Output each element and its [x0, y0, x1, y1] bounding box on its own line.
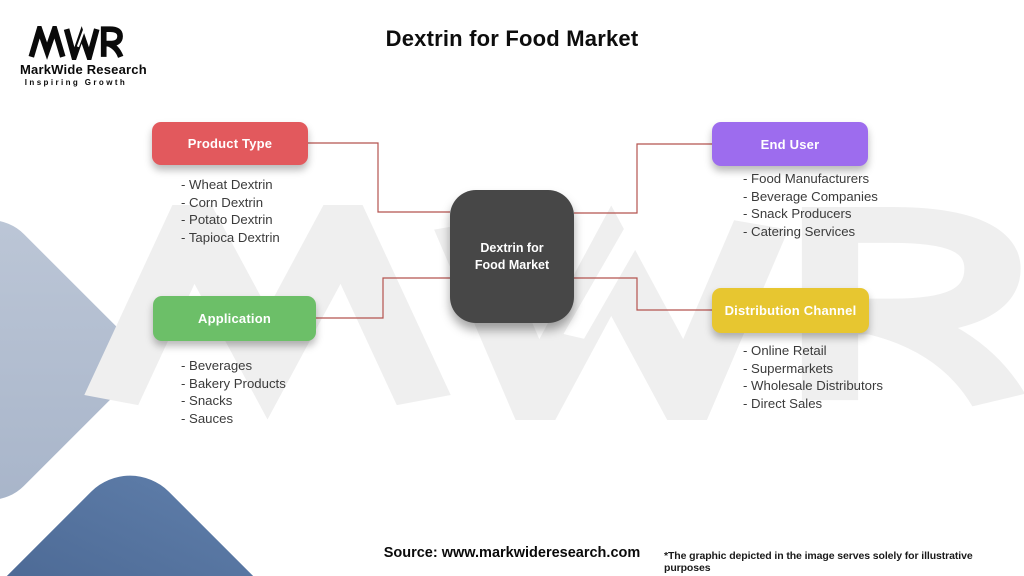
- disclaimer-text: *The graphic depicted in the image serve…: [664, 550, 973, 574]
- list-item: - Supermarkets: [743, 360, 834, 376]
- list-item: - Direct Sales: [743, 395, 823, 411]
- product-type-list: - Wheat Dextrin - Corn Dextrin - Potato …: [181, 176, 280, 246]
- distribution-channel-list: - Online Retail - Supermarkets - Wholesa…: [743, 342, 883, 412]
- application-label: Application: [198, 311, 271, 326]
- source-text: Source: www.markwideresearch.com: [383, 545, 641, 561]
- list-item: - Food Manufacturers: [743, 171, 870, 186]
- list-item: - Wheat Dextrin: [181, 177, 273, 192]
- page-title: Dextrin for Food Market: [385, 26, 639, 51]
- end-user-list: - Food Manufacturers - Beverage Companie…: [743, 170, 878, 240]
- connector-product-type: [308, 142, 450, 213]
- list-item: - Beverages: [181, 358, 253, 373]
- end-user-box: End User: [712, 122, 868, 166]
- logo-company-name: MarkWide Research: [20, 62, 147, 77]
- connector-application: [316, 277, 450, 319]
- logo-tagline: Inspiring Growth: [24, 78, 128, 87]
- list-item: - Snacks: [181, 393, 233, 409]
- distribution-channel-label: Distribution Channel: [724, 303, 857, 318]
- application-list: - Beverages - Bakery Products - Snacks -…: [181, 357, 286, 427]
- product-type-box: Product Type: [152, 122, 308, 165]
- list-item: - Beverage Companies: [743, 188, 878, 204]
- connector-end-user: [574, 143, 712, 214]
- application-box: Application: [153, 296, 316, 341]
- list-item: - Catering Services: [743, 223, 856, 239]
- list-item: - Tapioca Dextrin: [181, 229, 280, 245]
- list-item: - Snack Producers: [743, 206, 852, 222]
- list-item: - Bakery Products: [181, 375, 286, 391]
- list-item: - Wholesale Distributors: [743, 378, 883, 394]
- center-node-label: Dextrin for Food Market: [474, 240, 550, 272]
- end-user-label: End User: [760, 136, 820, 152]
- list-item: - Corn Dextrin: [181, 194, 264, 210]
- distribution-channel-box: Distribution Channel: [712, 288, 869, 333]
- list-item: - Sauces: [181, 410, 234, 426]
- markwide-logo: MarkWide Research Inspiring Growth: [20, 26, 147, 87]
- center-node: Dextrin for Food Market: [450, 190, 574, 323]
- connector-distribution-channel: [574, 277, 712, 311]
- product-type-label: Product Type: [187, 136, 273, 151]
- list-item: - Potato Dextrin: [181, 212, 273, 228]
- list-item: - Online Retail: [743, 343, 827, 358]
